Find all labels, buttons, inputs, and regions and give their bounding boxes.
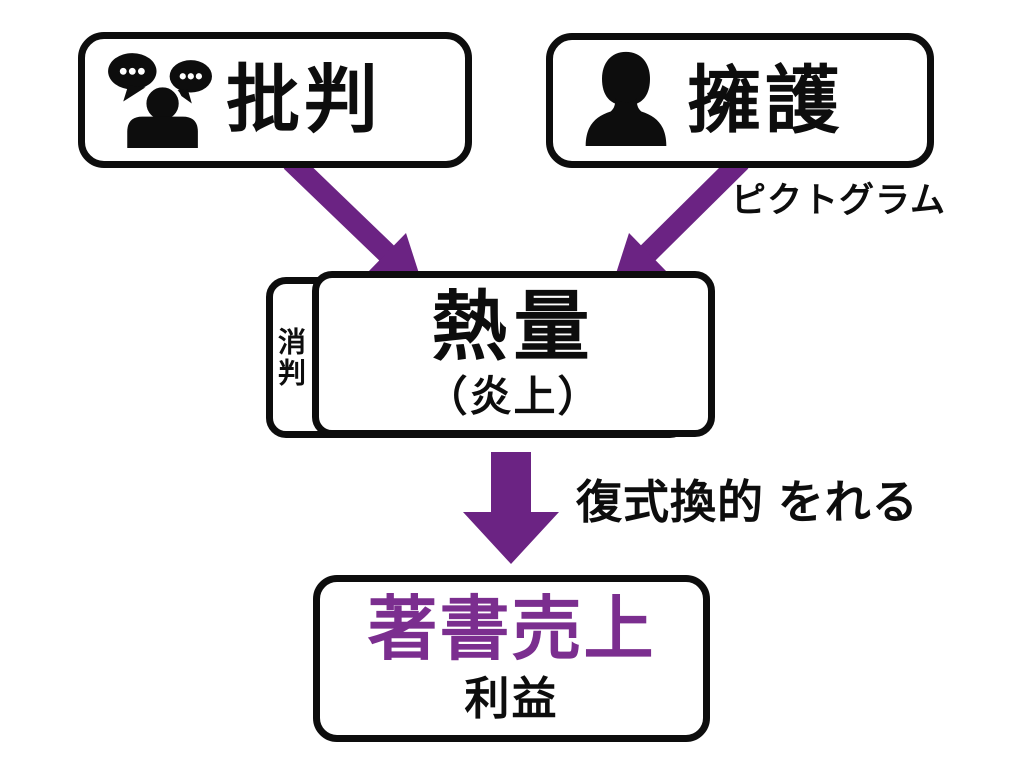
person-bust-icon	[581, 50, 671, 151]
arrow-defense-to-heat	[611, 153, 749, 289]
node-sales-label: 著書売上	[367, 589, 656, 668]
pictogram-annotation: ピクトグラム	[731, 181, 946, 220]
arrow-heat-to-sales	[463, 452, 559, 564]
node-heat-sublabel: （炎上）	[425, 372, 602, 420]
node-sales-sublabel: 利益	[464, 672, 559, 724]
down-arrow-annotation: 復式換的 をれる	[576, 476, 919, 528]
node-criticism-label: 批判	[226, 58, 382, 141]
people-speech-bubbles-icon	[98, 47, 212, 153]
node-criticism: 批判	[78, 32, 472, 168]
node-heat: 熱量 （炎上）	[312, 271, 715, 437]
node-heat-label: 熱量	[431, 284, 596, 370]
arrow-criticism-to-heat	[283, 153, 424, 289]
node-sales: 著書売上 利益	[313, 575, 710, 742]
node-heat-side-label: 消判	[275, 327, 306, 389]
node-defense-label: 擁護	[687, 58, 843, 142]
node-defense: 擁護	[546, 33, 934, 168]
